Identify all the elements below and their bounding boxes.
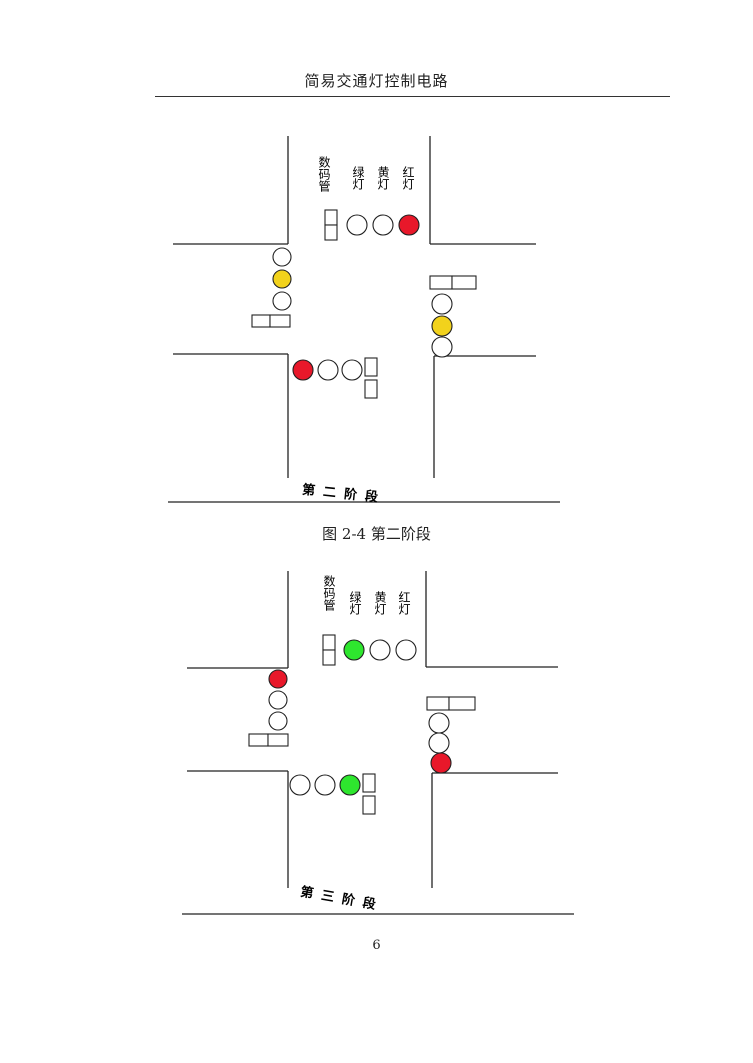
east-light-top — [428, 712, 450, 734]
west-light-bottom — [272, 291, 292, 311]
digit-tube-segment — [322, 649, 336, 666]
page-number: 6 — [372, 938, 381, 953]
digit-tube-segment — [364, 379, 378, 399]
west-light-middle — [268, 690, 288, 710]
east-light-middle — [428, 732, 450, 754]
south-light-middle — [314, 774, 336, 796]
west-light-bottom — [268, 711, 288, 731]
east-light-top — [431, 293, 453, 315]
intersection-diagram-stage-3: 数码管 绿灯 黄灯 红灯 第三阶段 — [182, 571, 574, 915]
figure-caption: 图 2-4 第二阶段 — [322, 525, 431, 543]
digit-tube-segment — [362, 795, 376, 815]
digit-tube-segment — [448, 696, 476, 711]
digit-tube-segment — [248, 733, 269, 747]
north-green-light — [346, 214, 368, 236]
digit-tube-segment — [324, 209, 338, 226]
digit-tube-segment — [267, 733, 289, 747]
red-light-label: 红灯 — [401, 165, 415, 191]
header-rule — [155, 96, 670, 97]
east-light-bottom — [430, 752, 452, 774]
west-light-middle — [272, 269, 292, 289]
south-light-right — [341, 359, 363, 381]
south-light-left — [289, 774, 311, 796]
west-light-top — [268, 669, 288, 689]
digit-tube-label: 数码管 — [322, 574, 336, 612]
digit-tube-segment — [364, 357, 378, 377]
east-light-bottom — [431, 336, 453, 358]
south-light-left — [292, 359, 314, 381]
digit-tube-segment — [269, 314, 291, 328]
east-light-middle — [431, 315, 453, 337]
south-light-middle — [317, 359, 339, 381]
south-light-right — [339, 774, 361, 796]
west-light-top — [272, 247, 292, 267]
north-red-light — [395, 639, 417, 661]
green-light-label: 绿灯 — [351, 165, 365, 191]
stage-label: 第三阶段 — [299, 884, 385, 914]
digit-tube-segment — [324, 224, 338, 241]
digit-tube-segment — [426, 696, 450, 711]
yellow-light-label: 黄灯 — [376, 166, 390, 191]
digit-tube-label: 数码管 — [317, 155, 331, 193]
digit-tube-segment — [362, 773, 376, 793]
page-header-title: 简易交通灯控制电路 — [304, 72, 449, 90]
digit-tube-segment — [251, 314, 271, 328]
digit-tube-segment — [322, 634, 336, 651]
north-yellow-light — [372, 214, 394, 236]
intersection-diagram-stage-2: 数码管 绿灯 黄灯 红灯 第二阶段 — [168, 136, 560, 506]
yellow-light-label: 黄灯 — [373, 591, 387, 616]
north-yellow-light — [369, 639, 391, 661]
green-light-label: 绿灯 — [348, 590, 362, 616]
digit-tube-segment — [451, 275, 477, 290]
north-red-light — [398, 214, 420, 236]
digit-tube-segment — [429, 275, 453, 290]
north-green-light — [343, 639, 365, 661]
red-light-label: 红灯 — [397, 590, 411, 616]
